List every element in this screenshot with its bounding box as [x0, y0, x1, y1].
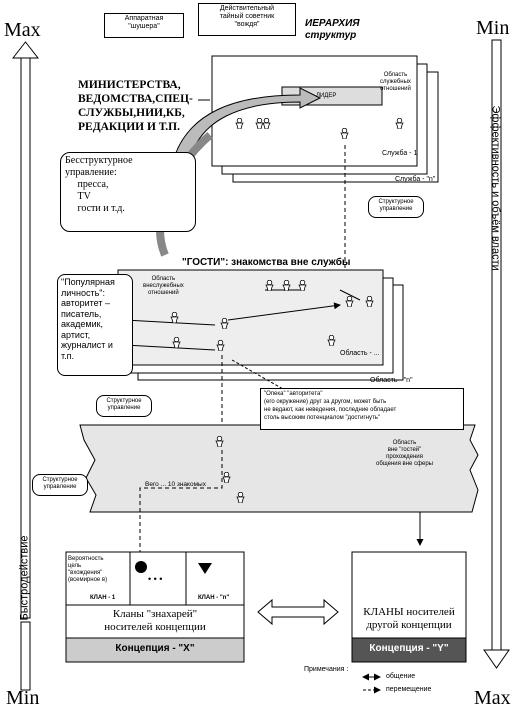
person-icon — [216, 340, 225, 351]
lower-structural-control: Структурное управление — [32, 474, 88, 496]
area-n-label: Область - "n" — [370, 377, 413, 384]
top-structural-control: Структурное управление — [368, 196, 424, 218]
person-icon — [235, 118, 244, 129]
hierarchy-label: ИЕРАРХИЯ структур — [305, 18, 360, 41]
person-icon — [215, 436, 224, 447]
concept-x-label: Концепция - "X" — [115, 643, 195, 654]
area-dash-label: Область - ... — [340, 350, 380, 357]
middle-structural-control: Структурное управление — [96, 395, 152, 417]
person-icon — [222, 472, 231, 483]
chain-link — [139, 450, 223, 560]
person-icon — [265, 280, 274, 291]
unstructured-control-bubble: Бесструктурное управление: пресса, TV го… — [60, 152, 196, 232]
person-icon — [236, 492, 245, 503]
person-icon — [170, 312, 179, 323]
clans-y-label: КЛАНЫ носителей другой концепции — [363, 606, 455, 631]
person-icon — [345, 296, 354, 307]
person-icon — [172, 337, 181, 348]
left-max-label: Max — [4, 19, 41, 41]
person-icon — [365, 296, 374, 307]
person-icon — [395, 118, 404, 129]
authority-callout: "Опека" "авторитета" (его окружение) дру… — [260, 388, 464, 430]
note-movement: перемещение — [386, 686, 432, 693]
leader-label: ЛИДЕР — [316, 93, 337, 99]
service-n-label: Служба - "n" — [395, 176, 436, 183]
person-icon — [282, 280, 291, 291]
apparatus-callout: Аппаратная "шушера" — [104, 13, 184, 38]
guest-stack — [117, 269, 404, 381]
clan-1-label: КЛАН - 1 — [90, 595, 116, 601]
service-area-label: Область служебных отношений — [380, 72, 411, 92]
left-scale-arrow — [11, 41, 40, 691]
chain-label: Вего ... 10 знакомых — [145, 481, 206, 488]
clan-n-label: КЛАН - "n" — [198, 595, 230, 601]
concept-y-label: Концепция - "Y" — [369, 643, 449, 654]
person-icon — [340, 128, 349, 139]
secret-adviser-callout: Действительный тайный советник "вождя" — [198, 3, 296, 36]
right-scale-arrow — [483, 39, 510, 669]
person-icon — [327, 335, 336, 346]
right-min-label: Min — [476, 17, 510, 39]
x-description: Вероятность цель "вхождения" (всемирное … — [68, 556, 108, 583]
service-stack — [211, 55, 439, 183]
person-icon — [298, 280, 307, 291]
left-min-label: Min — [6, 687, 40, 709]
clans-dots: • • • — [148, 574, 163, 584]
person-icon — [220, 318, 229, 329]
guests-title: "ГОСТИ": знакомства вне службы — [182, 257, 351, 268]
service-1-label: Служба - 1 — [382, 150, 418, 157]
person-icon — [262, 118, 271, 129]
lower-area-note: Область вне "гостей" прохождения общения… — [376, 440, 433, 467]
xy-exchange-arrow — [257, 598, 339, 626]
clan-x-box — [65, 551, 245, 663]
lower-band — [79, 424, 479, 513]
right-max-label: Max — [474, 687, 511, 709]
notes-label: Примечания : — [304, 666, 349, 673]
clan-y-box — [351, 551, 467, 663]
clans-x-label: Кланы "знахарей" носителей концепции — [104, 608, 206, 633]
note-communication: общение — [386, 673, 416, 680]
ministries-label: МИНИСТЕРСТВА, ВЕДОМСТВА,СПЕЦ- СЛУЖБЫ,НИИ… — [78, 79, 193, 133]
nonservice-area-label: Область внеслужебных отношений — [143, 276, 184, 296]
popular-person-bubble: "Популярная личность": авторитет – писат… — [57, 274, 133, 376]
